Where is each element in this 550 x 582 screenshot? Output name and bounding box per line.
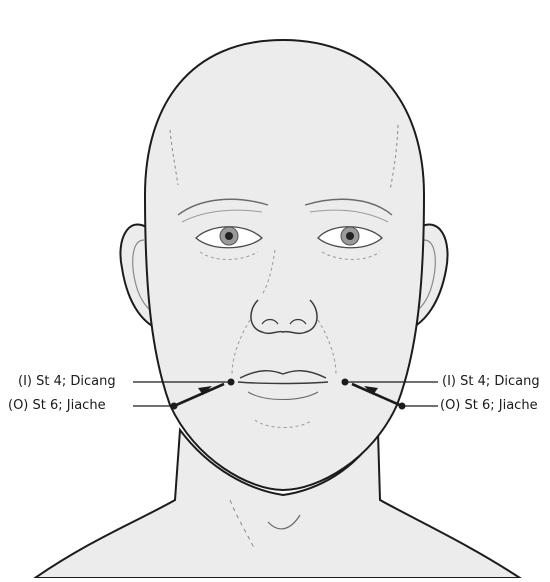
left-dicang-point [228,379,235,386]
right-pupil [346,232,354,240]
left-jiache-point [171,403,178,410]
label-right-insertion: (I) St 4; Dicang [442,374,540,390]
right-jiache-point [399,403,406,410]
left-pupil [225,232,233,240]
label-left-insertion: (I) St 4; Dicang [18,374,116,390]
head-outline [145,40,424,490]
label-right-origin: (O) St 6; Jiache [440,398,538,414]
label-left-origin: (O) St 6; Jiache [8,398,106,414]
right-dicang-point [342,379,349,386]
